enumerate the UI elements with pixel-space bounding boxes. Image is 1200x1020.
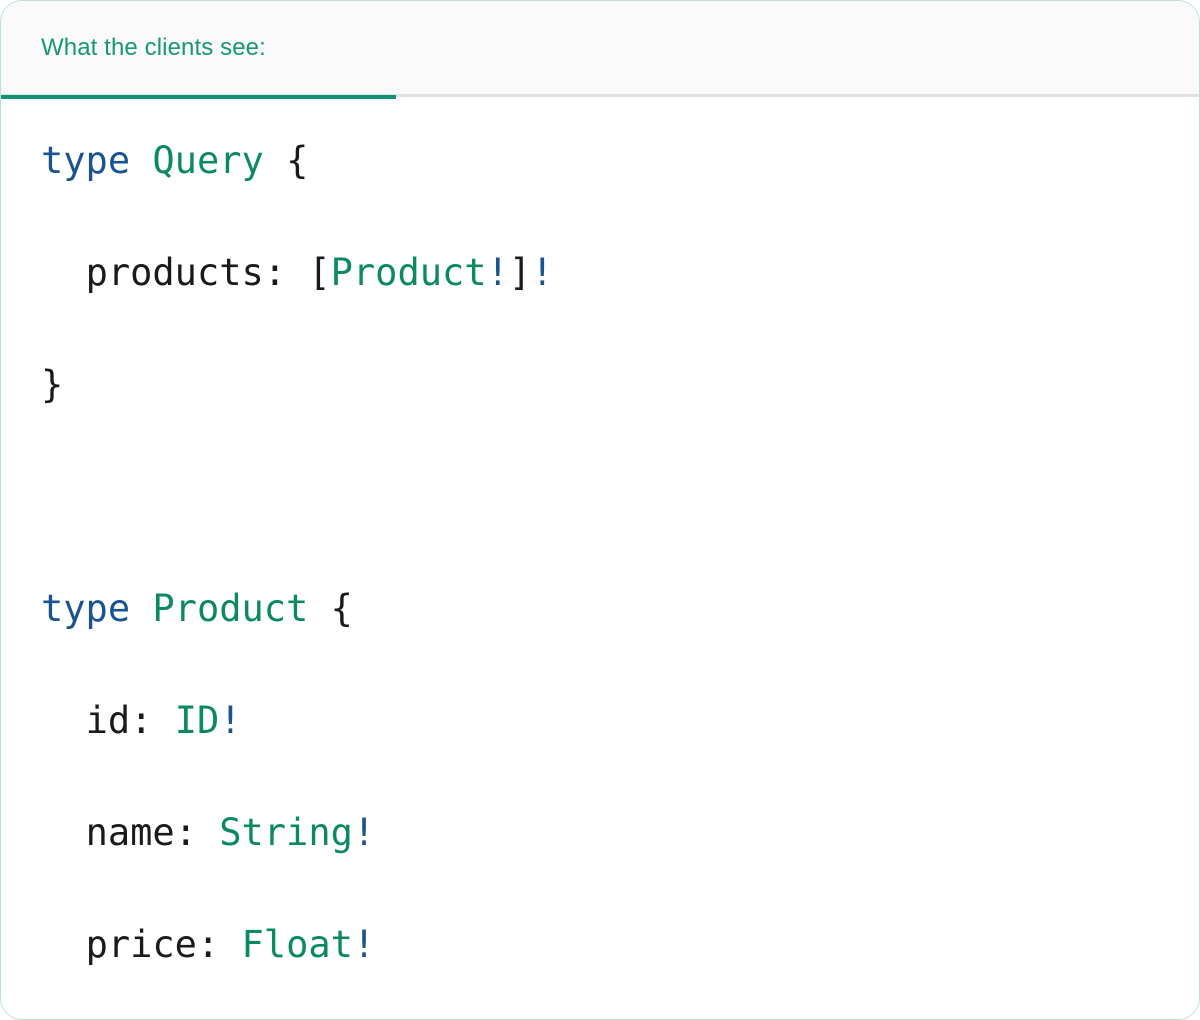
- token-bang: !: [531, 251, 554, 294]
- token-punct: ]: [508, 251, 532, 294]
- code-line: type Product {: [41, 581, 1159, 637]
- token-plain: [130, 139, 152, 182]
- token-bang: !: [352, 923, 376, 966]
- token-keyword: type: [41, 587, 131, 630]
- token-type: ID: [174, 699, 220, 742]
- code-line: price: Float!: [41, 917, 1159, 973]
- graphql-schema-code[interactable]: type Query { products: [Product!]! } typ…: [41, 133, 1159, 1019]
- code-line: type Query {: [41, 133, 1159, 189]
- code-line: id: ID!: [41, 693, 1159, 749]
- token-punct: {: [286, 139, 309, 182]
- token-punct: [: [308, 251, 331, 294]
- token-plain: [130, 587, 152, 630]
- token-bang: !: [486, 251, 509, 294]
- token-plain: [41, 251, 86, 294]
- tab-label: What the clients see:: [41, 33, 266, 61]
- token-field: products: [85, 251, 264, 294]
- token-plain: [41, 699, 86, 742]
- token-punct: {: [330, 587, 353, 630]
- token-field: id: [85, 699, 131, 742]
- token-bang: !: [352, 811, 376, 854]
- token-punct: :: [174, 811, 220, 854]
- token-plain: [41, 923, 86, 966]
- token-keyword: type: [41, 139, 131, 182]
- token-punct: }: [41, 363, 64, 406]
- token-plain: [308, 587, 330, 630]
- code-area: type Query { products: [Product!]! } typ…: [1, 97, 1199, 1019]
- code-line: products: [Product!]!: [41, 245, 1159, 301]
- token-plain: [41, 811, 86, 854]
- token-field: name: [85, 811, 175, 854]
- token-plain: [264, 139, 286, 182]
- token-type: Product: [330, 251, 487, 294]
- token-punct: :: [130, 699, 175, 742]
- token-type: String: [219, 811, 353, 854]
- token-typename: Query: [152, 139, 264, 182]
- token-punct: :: [263, 251, 309, 294]
- token-typename: Product: [152, 587, 309, 630]
- code-line: }: [41, 357, 1159, 413]
- token-punct: :: [196, 923, 242, 966]
- token-field: price: [85, 923, 197, 966]
- token-type: Float: [241, 923, 353, 966]
- tab-active-underline: [1, 94, 396, 99]
- tab-bar: What the clients see:: [1, 1, 1199, 99]
- tab-what-the-clients-see[interactable]: What the clients see:: [1, 1, 396, 99]
- code-line: [41, 469, 1159, 525]
- token-bang: !: [219, 699, 242, 742]
- code-line: name: String!: [41, 805, 1159, 861]
